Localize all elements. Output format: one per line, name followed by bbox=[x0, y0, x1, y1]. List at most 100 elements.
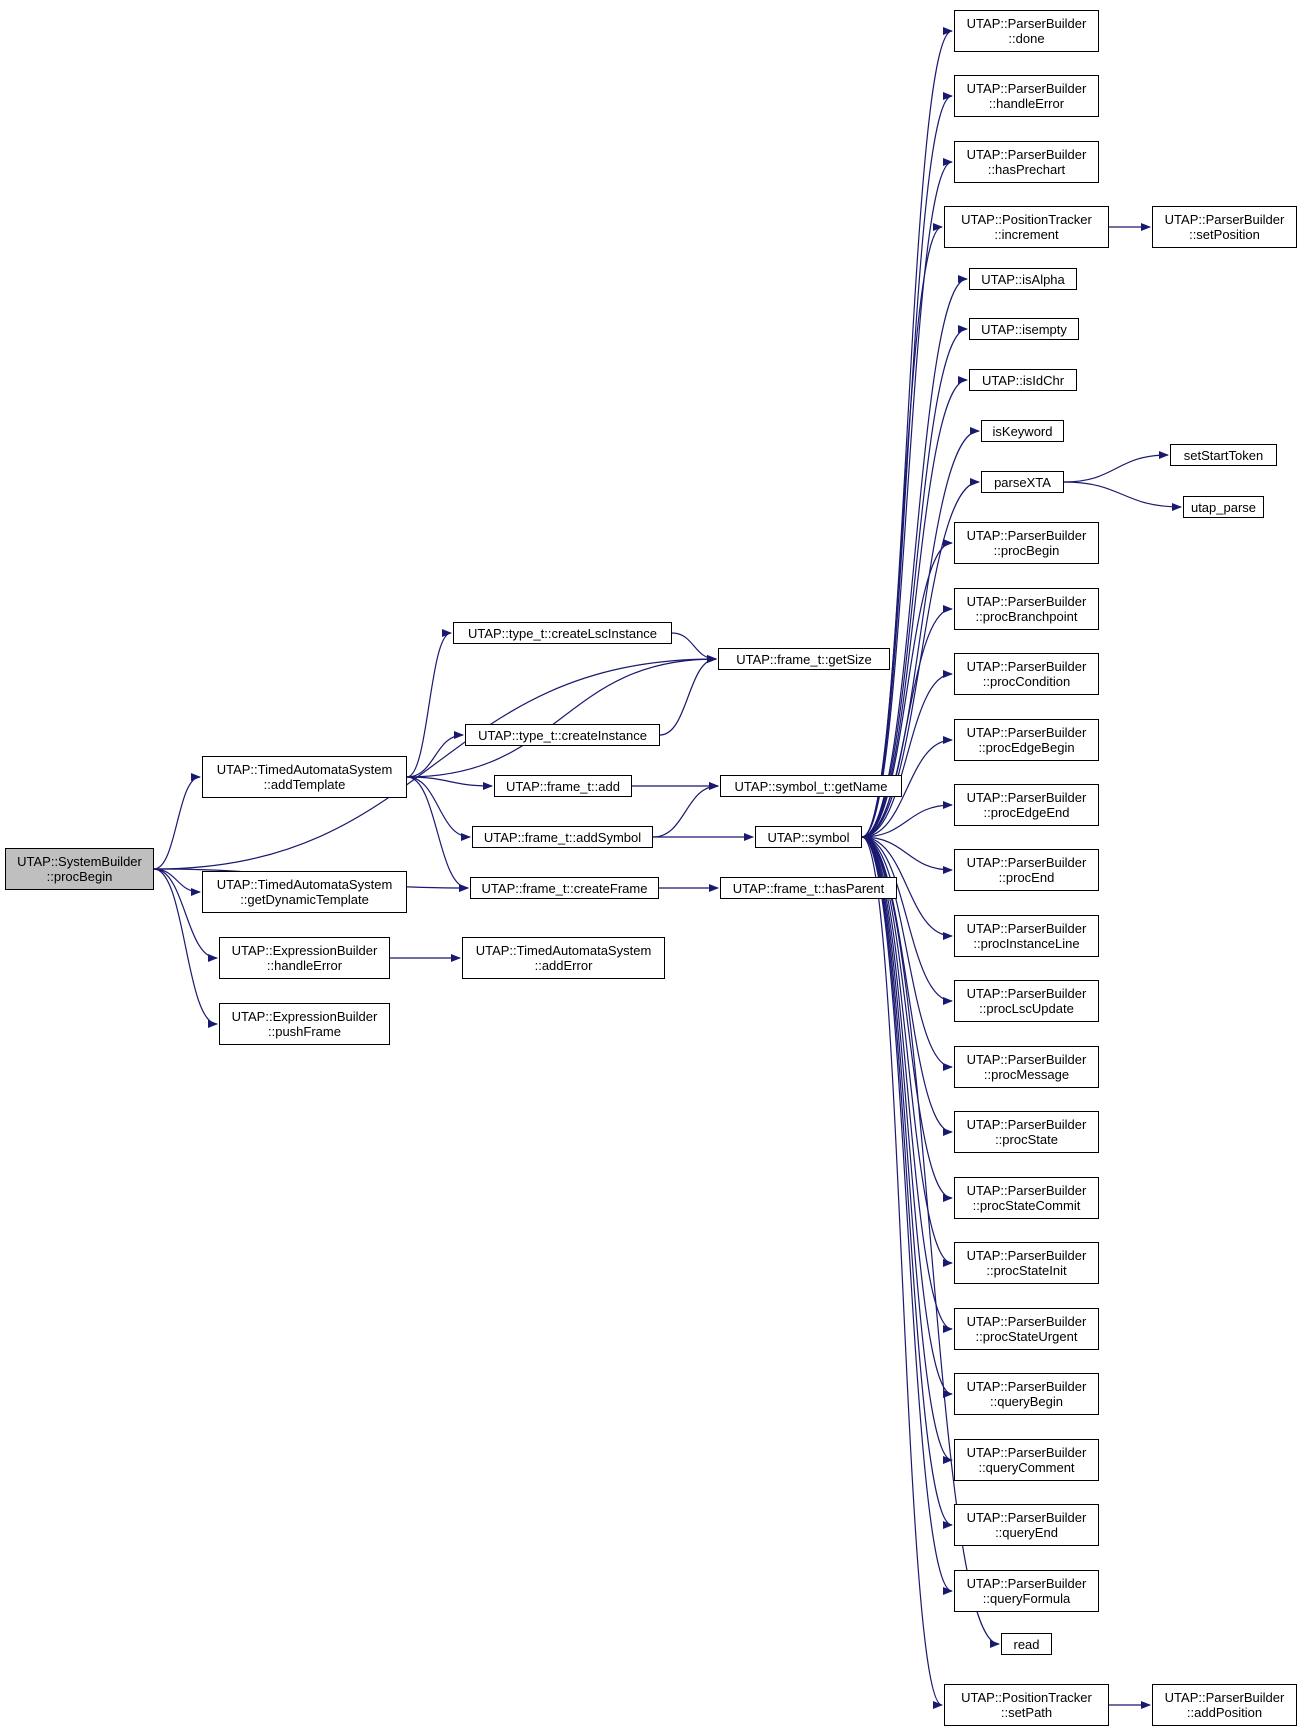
node-frame-getsize[interactable]: UTAP::frame_t::getSize bbox=[718, 648, 890, 670]
node-label-line: ::procStateCommit bbox=[972, 1198, 1081, 1213]
node-label-line: UTAP::ParserBuilder bbox=[966, 1445, 1087, 1460]
node-frame-hasparent[interactable]: UTAP::frame_t::hasParent bbox=[720, 877, 897, 899]
node-label-line: UTAP::PositionTracker bbox=[961, 212, 1092, 227]
node-parserbuilder-proccondition[interactable]: UTAP::ParserBuilder::procCondition bbox=[954, 653, 1099, 695]
node-utap-isidchr[interactable]: UTAP::isIdChr bbox=[969, 369, 1077, 391]
node-setstarttoken[interactable]: setStartToken bbox=[1170, 444, 1277, 466]
node-label-line: UTAP::ParserBuilder bbox=[966, 594, 1087, 609]
node-label-line: UTAP::SystemBuilder bbox=[17, 854, 142, 869]
node-parserbuilder-queryformula[interactable]: UTAP::ParserBuilder::queryFormula bbox=[954, 1570, 1099, 1612]
node-expressionbuilder-pushframe[interactable]: UTAP::ExpressionBuilder::pushFrame bbox=[219, 1003, 390, 1045]
node-label-line: ::setPosition bbox=[1189, 227, 1260, 242]
call-edge-parseXTA-to-utapParse bbox=[1063, 481, 1182, 511]
node-parserbuilder-addposition[interactable]: UTAP::ParserBuilder::addPosition bbox=[1152, 1684, 1297, 1726]
node-type-createinstance[interactable]: UTAP::type_t::createInstance bbox=[465, 724, 660, 746]
node-label-line: UTAP::PositionTracker bbox=[961, 1690, 1092, 1705]
node-label-line: UTAP::ParserBuilder bbox=[966, 81, 1087, 96]
call-edge-parseXTA-to-setStartToken bbox=[1063, 451, 1169, 483]
call-edge-symbol-to-isempty bbox=[861, 325, 968, 838]
node-utap-parse[interactable]: utap_parse bbox=[1183, 496, 1264, 518]
call-edge-symbol-to-procEdgeEnd bbox=[861, 801, 953, 838]
node-parserbuilder-procstateurgent[interactable]: UTAP::ParserBuilder::procStateUrgent bbox=[954, 1308, 1099, 1350]
node-label-line: ::addPosition bbox=[1186, 1705, 1263, 1720]
node-label-line: ::queryBegin bbox=[990, 1394, 1063, 1409]
call-edge-symbol-to-queryBegin bbox=[861, 836, 953, 1398]
node-expressionbuilder-handleerror[interactable]: UTAP::ExpressionBuilder::handleError bbox=[219, 937, 390, 979]
node-parserbuilder-done[interactable]: UTAP::ParserBuilder::done bbox=[954, 10, 1099, 52]
node-read[interactable]: read bbox=[1001, 1633, 1052, 1655]
node-parserbuilder-setposition[interactable]: UTAP::ParserBuilder::setPosition bbox=[1152, 206, 1297, 248]
node-label-line: UTAP::ParserBuilder bbox=[966, 986, 1087, 1001]
node-label-line: ::increment bbox=[994, 227, 1059, 242]
node-utap-symbol[interactable]: UTAP::symbol bbox=[755, 826, 862, 848]
node-label-line: ::procStateUrgent bbox=[975, 1329, 1078, 1344]
node-parserbuilder-procstateinit[interactable]: UTAP::ParserBuilder::procStateInit bbox=[954, 1242, 1099, 1284]
node-timedautomatasystem-addtemplate[interactable]: UTAP::TimedAutomataSystem::addTemplate bbox=[202, 756, 407, 798]
node-timedautomatasystem-adderror[interactable]: UTAP::TimedAutomataSystem::addError bbox=[462, 937, 665, 979]
node-frame-createframe[interactable]: UTAP::frame_t::createFrame bbox=[470, 877, 659, 899]
node-label-line: ::handleError bbox=[266, 958, 343, 973]
node-parserbuilder-querybegin[interactable]: UTAP::ParserBuilder::queryBegin bbox=[954, 1373, 1099, 1415]
node-utap-isempty[interactable]: UTAP::isempty bbox=[969, 318, 1079, 340]
node-parserbuilder-procstatecommit[interactable]: UTAP::ParserBuilder::procStateCommit bbox=[954, 1177, 1099, 1219]
node-timedautomatasystem-getdynamictemplate[interactable]: UTAP::TimedAutomataSystem::getDynamicTem… bbox=[202, 871, 407, 913]
node-iskeyword[interactable]: isKeyword bbox=[981, 420, 1064, 442]
call-edge-addTemplate-to-getSize bbox=[406, 655, 717, 778]
call-edge-symbol-to-isAlpha bbox=[861, 275, 968, 838]
node-systembuilder-procbegin[interactable]: UTAP::SystemBuilder::procBegin bbox=[5, 848, 154, 890]
node-parserbuilder-procbegin[interactable]: UTAP::ParserBuilder::procBegin bbox=[954, 522, 1099, 564]
node-parserbuilder-procstate[interactable]: UTAP::ParserBuilder::procState bbox=[954, 1111, 1099, 1153]
node-parserbuilder-procend[interactable]: UTAP::ParserBuilder::procEnd bbox=[954, 849, 1099, 891]
call-edge-symbol-to-done bbox=[861, 27, 953, 838]
node-frame-add[interactable]: UTAP::frame_t::add bbox=[494, 775, 632, 797]
node-label-line: UTAP::frame_t::add bbox=[506, 778, 620, 794]
call-edge-root-to-getSize bbox=[153, 655, 717, 870]
node-type-createlscinstance[interactable]: UTAP::type_t::createLscInstance bbox=[453, 622, 672, 644]
node-frame-addsymbol[interactable]: UTAP::frame_t::addSymbol bbox=[472, 826, 653, 848]
node-label-line: ::pushFrame bbox=[268, 1024, 341, 1039]
node-label-line: UTAP::isempty bbox=[981, 321, 1067, 337]
call-edge-symbol-to-procState bbox=[861, 836, 953, 1136]
node-symbol-getname[interactable]: UTAP::symbol_t::getName bbox=[720, 775, 902, 797]
call-edge-symbol-to-queryComment bbox=[861, 836, 953, 1464]
node-label-line: ::addTemplate bbox=[263, 777, 346, 792]
call-edge-symbol-to-procStateUrgent bbox=[861, 836, 953, 1333]
node-parserbuilder-procinstanceline[interactable]: UTAP::ParserBuilder::procInstanceLine bbox=[954, 915, 1099, 957]
node-parserbuilder-proclscupdate[interactable]: UTAP::ParserBuilder::procLscUpdate bbox=[954, 980, 1099, 1022]
node-parserbuilder-querycomment[interactable]: UTAP::ParserBuilder::queryComment bbox=[954, 1439, 1099, 1481]
node-label-line: UTAP::frame_t::addSymbol bbox=[483, 829, 642, 845]
node-label-line: UTAP::symbol bbox=[767, 829, 850, 845]
node-label-line: read bbox=[1013, 1636, 1040, 1652]
node-label-line: ::setPath bbox=[1000, 1705, 1053, 1720]
node-label-line: UTAP::ParserBuilder bbox=[966, 16, 1087, 31]
node-parsexta[interactable]: parseXTA bbox=[981, 471, 1064, 493]
node-parserbuilder-procbranchpoint[interactable]: UTAP::ParserBuilder::procBranchpoint bbox=[954, 588, 1099, 630]
node-parserbuilder-procmessage[interactable]: UTAP::ParserBuilder::procMessage bbox=[954, 1046, 1099, 1088]
call-edge-symbol-to-setPath bbox=[861, 836, 943, 1709]
node-label-line: UTAP::ParserBuilder bbox=[966, 147, 1087, 162]
node-label-line: UTAP::ParserBuilder bbox=[966, 790, 1087, 805]
node-label-line: UTAP::TimedAutomataSystem bbox=[216, 877, 393, 892]
node-positiontracker-increment[interactable]: UTAP::PositionTracker::increment bbox=[944, 206, 1109, 248]
node-label-line: ::getDynamicTemplate bbox=[240, 892, 369, 907]
node-parserbuilder-procedgeend[interactable]: UTAP::ParserBuilder::procEdgeEnd bbox=[954, 784, 1099, 826]
node-label-line: UTAP::ParserBuilder bbox=[966, 1379, 1087, 1394]
node-label-line: ::procBegin bbox=[993, 543, 1060, 558]
node-positiontracker-setpath[interactable]: UTAP::PositionTracker::setPath bbox=[944, 1684, 1109, 1726]
node-label-line: UTAP::ParserBuilder bbox=[966, 1248, 1087, 1263]
node-label-line: ::procState bbox=[995, 1132, 1058, 1147]
call-edge-addTemplate-to-createFrame bbox=[406, 776, 469, 892]
node-label-line: ::handleError bbox=[988, 96, 1065, 111]
node-utap-isalpha[interactable]: UTAP::isAlpha bbox=[969, 268, 1077, 290]
node-parserbuilder-procedgebegin[interactable]: UTAP::ParserBuilder::procEdgeBegin bbox=[954, 719, 1099, 761]
node-label-line: isKeyword bbox=[992, 423, 1053, 439]
node-parserbuilder-queryend[interactable]: UTAP::ParserBuilder::queryEnd bbox=[954, 1504, 1099, 1546]
node-label-line: ::procEdgeEnd bbox=[983, 805, 1070, 820]
call-edge-symbol-to-procLscUpdate bbox=[861, 836, 953, 1005]
node-parserbuilder-handleerror[interactable]: UTAP::ParserBuilder::handleError bbox=[954, 75, 1099, 117]
node-label-line: UTAP::ParserBuilder bbox=[966, 659, 1087, 674]
node-label-line: ::addError bbox=[534, 958, 593, 973]
node-parserbuilder-hasprechart[interactable]: UTAP::ParserBuilder::hasPrechart bbox=[954, 141, 1099, 183]
